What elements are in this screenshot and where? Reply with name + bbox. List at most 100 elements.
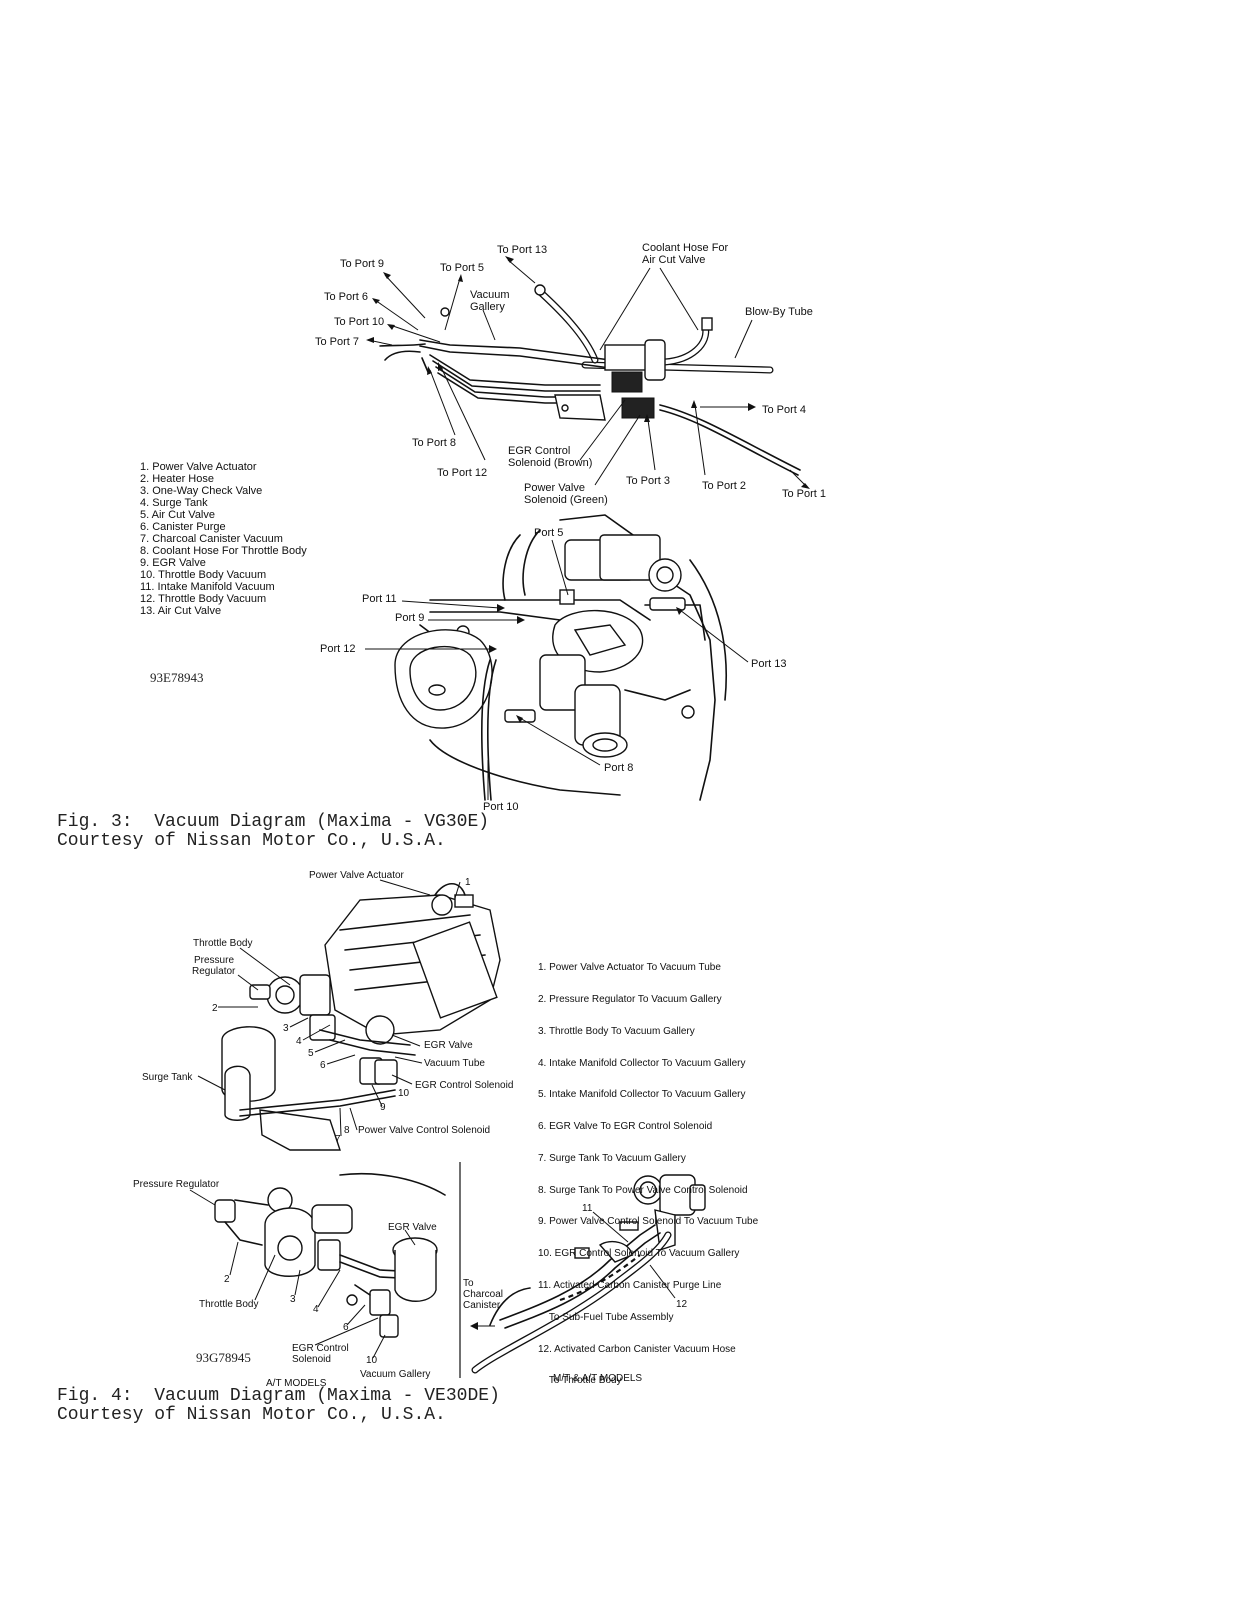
label-charcoal: Charcoal	[463, 1289, 503, 1300]
label-pressure-regulator-at: Pressure Regulator	[133, 1179, 220, 1190]
legend-item: 7. Surge Tank To Vacuum Gallery	[538, 1152, 686, 1164]
legend-item: 8. Coolant Hose For Throttle Body	[140, 545, 307, 557]
label-egr-control-solenoid-2: Solenoid (Brown)	[508, 457, 592, 469]
callout-4-at: 4	[313, 1304, 319, 1315]
legend-item: To Sub-Fuel Tube Assembly	[538, 1311, 674, 1323]
label-power-valve-actuator: Power Valve Actuator	[309, 870, 405, 881]
label-port-10: Port 10	[483, 801, 518, 813]
label-power-valve-solenoid-2: Solenoid (Green)	[524, 494, 608, 506]
legend-item: 5. Intake Manifold Collector To Vacuum G…	[538, 1089, 746, 1101]
label-to-port-2: To Port 2	[702, 480, 746, 492]
legend-item: 13. Air Cut Valve	[140, 605, 222, 617]
label-vacuum-tube: Vacuum Tube	[424, 1058, 485, 1069]
fig3-engine-illustration	[394, 514, 728, 801]
fig4-upper-labels: Power Valve Actuator 1 Throttle Body Pre…	[142, 870, 513, 1145]
fig3-legend: 1. Power Valve Actuator 2. Heater Hose 3…	[140, 461, 340, 617]
label-egr-control-solenoid: EGR Control Solenoid	[415, 1080, 513, 1091]
label-to-port-10: To Port 10	[334, 316, 384, 328]
callout-1: 1	[465, 877, 471, 888]
label-vacuum-gallery-at: Vacuum Gallery	[360, 1369, 430, 1380]
legend-item: 12. Throttle Body Vacuum	[140, 593, 267, 605]
fig4-caption-title: Fig. 4: Vacuum Diagram (Maxima - VE30DE)	[57, 1386, 500, 1406]
legend-item: 10. Throttle Body Vacuum	[140, 569, 267, 581]
fig3-engine-leaders	[365, 539, 749, 800]
legend-item: 11. Intake Manifold Vacuum	[140, 581, 275, 593]
legend-item: 9. Power Valve Control Solenoid To Vacuu…	[538, 1216, 759, 1228]
label-to-port-4: To Port 4	[762, 404, 806, 416]
label-port-8: Port 8	[604, 762, 633, 774]
legend-item: 6. EGR Valve To EGR Control Solenoid	[538, 1121, 713, 1133]
label-power-valve-control-solenoid: Power Valve Control Solenoid	[358, 1125, 490, 1136]
label-port-13: Port 13	[751, 658, 786, 670]
legend-item: 2. Heater Hose	[140, 473, 214, 485]
label-surge-tank: Surge Tank	[142, 1072, 193, 1083]
legend-item: 2. Pressure Regulator To Vacuum Gallery	[538, 993, 722, 1005]
callout-6: 6	[320, 1060, 326, 1071]
label-to-port-7: To Port 7	[315, 336, 359, 348]
label-to-port-13: To Port 13	[497, 244, 547, 256]
callout-3-at: 3	[290, 1294, 296, 1305]
label-to-port-1: To Port 1	[782, 488, 826, 500]
callout-5: 5	[308, 1048, 314, 1059]
label-vacuum-gallery: Vacuum	[470, 289, 510, 301]
fig3-image-code: 93E78943	[150, 670, 204, 685]
label-to-port-5: To Port 5	[440, 262, 484, 274]
callout-12: 12	[676, 1299, 688, 1310]
label-solenoid-at: Solenoid	[292, 1354, 331, 1365]
legend-item: 10. EGR Control Solenoid To Vacuum Galle…	[538, 1248, 740, 1260]
callout-2-at: 2	[224, 1274, 230, 1285]
callout-10: 10	[398, 1088, 410, 1099]
legend-item: To Throttle Body	[538, 1375, 622, 1387]
label-to-port-8: To Port 8	[412, 437, 456, 449]
callout-11: 11	[582, 1203, 593, 1214]
fig4-lower-right-labels: To Charcoal Canister 11 12 M/T & A/T MOD…	[463, 1203, 688, 1384]
label-egr-valve: EGR Valve	[424, 1040, 473, 1051]
label-to-port-12: To Port 12	[437, 467, 487, 479]
label-port-9: Port 9	[395, 612, 424, 624]
legend-item: 6. Canister Purge	[140, 521, 226, 533]
legend-item: 3. One-Way Check Valve	[140, 485, 263, 497]
fig3-port-labels: To Port 13 Coolant Hose For Air Cut Valv…	[315, 242, 826, 506]
label-throttle-body-at: Throttle Body	[199, 1299, 258, 1310]
label-coolant-hose-2: Air Cut Valve	[642, 254, 705, 266]
label-egr-control-at: EGR Control	[292, 1343, 349, 1354]
fig4-lower-right-illustration	[470, 1174, 706, 1374]
label-at-models: A/T MODELS	[266, 1378, 327, 1389]
label-to-port-3: To Port 3	[626, 475, 670, 487]
label-throttle-body: Throttle Body	[193, 938, 252, 949]
label-blow-by-tube: Blow-By Tube	[745, 306, 813, 318]
label-canister: Canister	[463, 1300, 501, 1311]
label-port-11: Port 11	[362, 593, 397, 605]
label-port-12: Port 12	[320, 643, 355, 655]
legend-item: 1. Power Valve Actuator To Vacuum Tube	[538, 962, 721, 974]
legend-item: 12. Activated Carbon Canister Vacuum Hos…	[538, 1343, 736, 1355]
callout-2: 2	[212, 1003, 218, 1014]
fig4-upper-leaders	[197, 879, 461, 1137]
legend-item: 4. Intake Manifold Collector To Vacuum G…	[538, 1057, 746, 1069]
label-to-port-6: To Port 6	[324, 291, 368, 303]
fig4-lower-left-labels: Pressure Regulator EGR Valve 2 3 4 Throt…	[133, 1179, 437, 1389]
callout-9: 9	[380, 1102, 386, 1113]
fig3-hose-harness	[379, 284, 801, 476]
legend-item: 1. Power Valve Actuator	[140, 461, 257, 473]
fig3-caption-title: Fig. 3: Vacuum Diagram (Maxima - VG30E)	[57, 812, 490, 832]
label-pressure: Pressure	[194, 955, 234, 966]
legend-item: 4. Surge Tank	[140, 497, 208, 509]
fig3-leaders	[366, 256, 810, 489]
legend-item: 11. Activated Carbon Canister Purge Line	[538, 1280, 722, 1291]
label-to-port-9: To Port 9	[340, 258, 384, 270]
label-vacuum-gallery-2: Gallery	[470, 301, 505, 313]
fig4-legend: 1. Power Valve Actuator To Vacuum Tube 2…	[538, 942, 798, 1398]
label-mt-at-models: M/T & A/T MODELS	[553, 1373, 642, 1384]
label-egr-control-solenoid: EGR Control	[508, 445, 570, 457]
callout-6-at: 6	[343, 1322, 349, 1333]
fig4-image-code: 93G78945	[196, 1350, 251, 1365]
fig4-lower-right-leaders	[592, 1211, 676, 1299]
label-coolant-hose: Coolant Hose For	[642, 242, 729, 254]
fig4-lower-left-illustration	[214, 1172, 446, 1338]
callout-7: 7	[335, 1134, 341, 1145]
callout-10-at: 10	[366, 1355, 378, 1366]
callout-8: 8	[344, 1125, 350, 1136]
